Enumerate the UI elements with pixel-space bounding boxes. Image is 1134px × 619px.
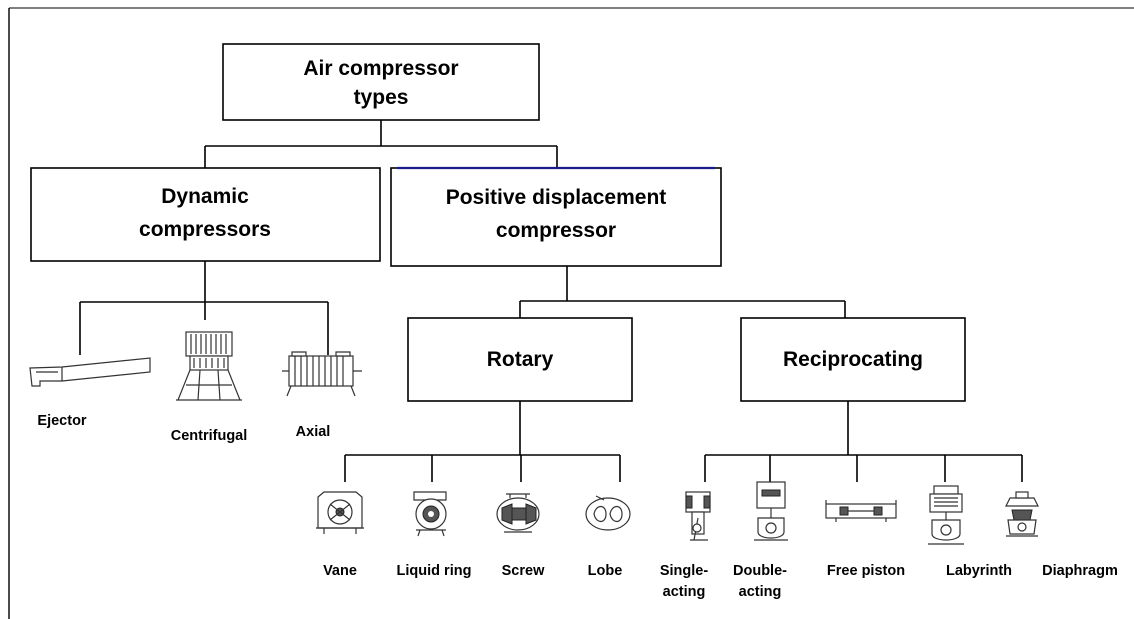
- box-dynamic-line-1: Dynamic: [161, 185, 249, 208]
- box-positive-line-2: compressor: [496, 219, 616, 242]
- label-ejector: Ejector: [37, 413, 87, 429]
- connector-positive: [519, 266, 846, 318]
- box-reciprocating: Reciprocating: [740, 317, 966, 402]
- ejector-icon: [29, 357, 151, 387]
- box-root: Air compressor types: [222, 43, 540, 121]
- single-acting-icon: [685, 491, 711, 541]
- label-double-acting-line-1: Double-: [733, 563, 787, 579]
- box-rotary-line-1: Rotary: [487, 348, 554, 371]
- box-reciprocating-line-1: Reciprocating: [783, 348, 923, 371]
- vane-icon: [316, 491, 364, 534]
- box-rotary: Rotary: [407, 317, 633, 402]
- lobe-icon: [585, 495, 631, 531]
- axial-icon: [282, 351, 362, 397]
- labyrinth-icon: [928, 485, 964, 545]
- label-lobe: Lobe: [588, 563, 623, 579]
- screw-icon: [496, 493, 540, 533]
- label-double-acting-line-2: acting: [739, 584, 782, 600]
- connector-reciprocating: [704, 401, 1023, 482]
- label-diaphragm: Diaphragm: [1042, 563, 1118, 579]
- box-root-line-2: types: [354, 86, 409, 109]
- free-piston-icon: [825, 500, 897, 522]
- box-root-line-1: Air compressor: [303, 57, 458, 80]
- connector-dynamic: [79, 261, 329, 355]
- box-positive-line-1: Positive displacement: [446, 186, 667, 209]
- connectors: [79, 120, 1023, 482]
- connector-root: [204, 120, 558, 168]
- liquid-ring-icon: [413, 491, 447, 537]
- box-positive-displacement: Positive displacement compressor: [390, 166, 722, 267]
- box-dynamic-line-2: compressors: [139, 218, 271, 241]
- label-labyrinth: Labyrinth: [946, 563, 1012, 579]
- leaf-labels: Ejector Centrifugal Axial Vane Liquid ri…: [37, 413, 1117, 600]
- box-dynamic: Dynamic compressors: [30, 167, 381, 262]
- label-axial: Axial: [296, 424, 331, 440]
- label-centrifugal: Centrifugal: [171, 428, 248, 444]
- connector-rotary: [344, 401, 621, 482]
- label-single-acting-line-2: acting: [663, 584, 706, 600]
- label-free-piston: Free piston: [827, 563, 905, 579]
- label-vane: Vane: [323, 563, 357, 579]
- label-single-acting-line-1: Single-: [660, 563, 709, 579]
- label-liquid-ring: Liquid ring: [397, 563, 472, 579]
- double-acting-icon: [754, 481, 788, 541]
- label-screw: Screw: [502, 563, 545, 579]
- centrifugal-icon: [176, 331, 242, 401]
- diaphragm-icon: [1005, 491, 1039, 537]
